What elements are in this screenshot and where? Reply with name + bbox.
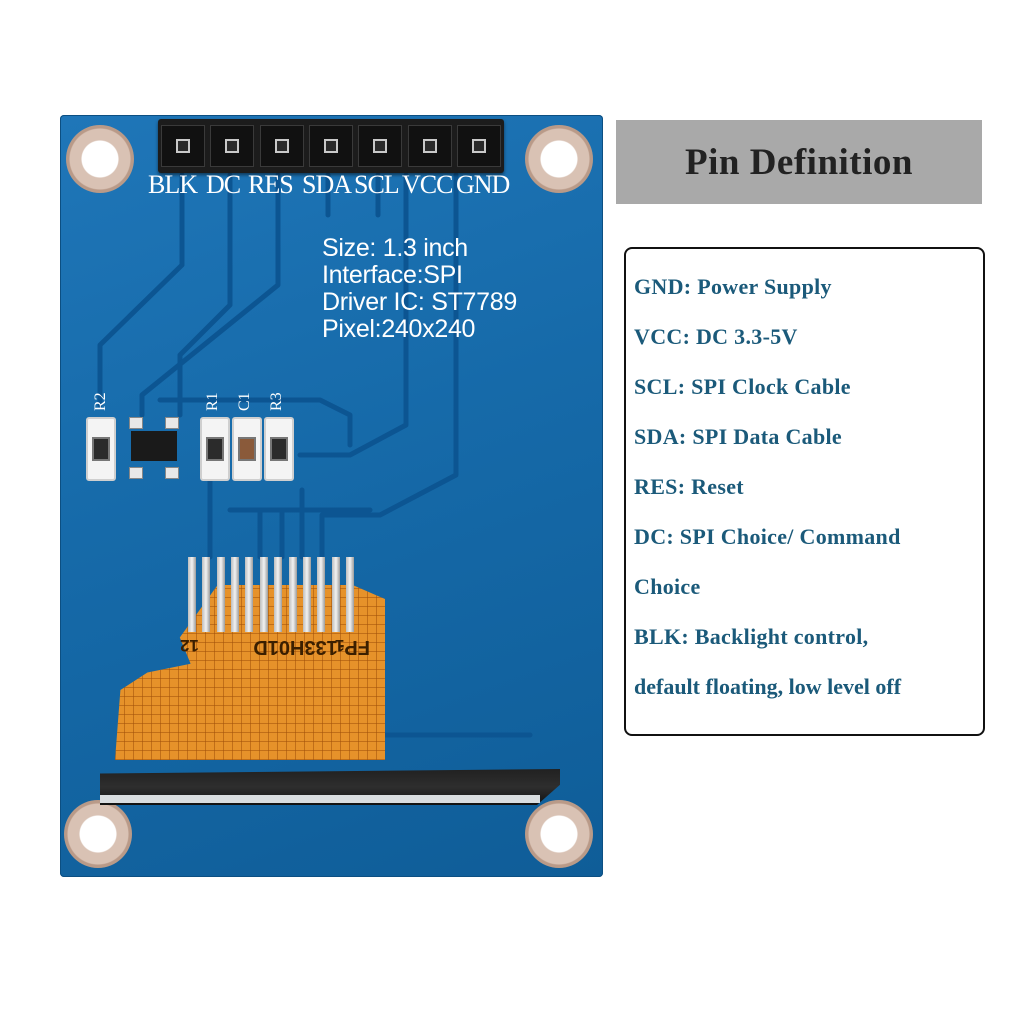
- pin-header: [158, 119, 504, 173]
- spec-pixel: Pixel:240x240: [322, 315, 476, 343]
- fpc-contacts: [188, 557, 354, 632]
- fpc-label: FP-133H01D: [253, 636, 370, 658]
- definition-gnd: GND: Power Supply: [634, 274, 832, 299]
- pin-label-dc: DC: [206, 170, 241, 199]
- spec-size: Size: 1.3 inch: [322, 234, 468, 262]
- definition-scl: SCL: SPI Clock Cable: [634, 374, 851, 399]
- capacitor-c1: [232, 417, 262, 481]
- definition-blk: BLK: Backlight control,: [634, 624, 869, 649]
- definition-dc-cont: Choice: [634, 574, 701, 599]
- label-r2: R2: [92, 392, 109, 411]
- header-pin: [259, 125, 304, 167]
- header-pin: [358, 125, 403, 167]
- definition-dc: DC: SPI Choice/ Command: [634, 524, 901, 549]
- spec-block: Size: 1.3 inch Interface:SPI Driver IC: …: [322, 235, 517, 343]
- display-glass: [100, 795, 540, 803]
- label-c1: C1: [236, 392, 253, 411]
- pin-label-row: BLK DC RES SDA SCL VCC GND: [146, 170, 510, 204]
- header-pin: [457, 125, 502, 167]
- mounting-hole: [525, 800, 593, 868]
- pin-definition-list: GND: Power Supply VCC: DC 3.3-5V SCL: SP…: [624, 247, 985, 736]
- resistor-r2: [86, 417, 116, 481]
- definition-res: RES: Reset: [634, 474, 744, 499]
- pin-label-scl: SCL: [354, 170, 400, 199]
- pin-label-gnd: GND: [456, 170, 510, 199]
- header-pin: [160, 125, 205, 167]
- definition-blk-cont: default floating, low level off: [634, 674, 902, 699]
- pin-label-res: RES: [248, 170, 294, 199]
- pcb-traces: [97, 172, 533, 738]
- pin-label-vcc: VCC: [402, 170, 453, 199]
- resistor-r3: [264, 417, 294, 481]
- header-pin: [308, 125, 353, 167]
- pcb-board: BLK DC RES SDA SCL VCC GND Size: 1.3 inc…: [60, 115, 603, 877]
- definition-sda: SDA: SPI Data Cable: [634, 424, 842, 449]
- header-pin: [210, 125, 255, 167]
- pin-definition-header: Pin Definition: [616, 120, 982, 204]
- mounting-hole: [64, 800, 132, 868]
- definition-vcc: VCC: DC 3.3-5V: [634, 324, 798, 349]
- spec-driver: Driver IC: ST7789: [322, 288, 517, 316]
- pin-definition-title: Pin Definition: [685, 141, 913, 183]
- mounting-hole: [525, 125, 593, 193]
- pin-label-blk: BLK: [148, 170, 198, 199]
- spec-interface: Interface:SPI: [322, 261, 463, 289]
- header-pin: [407, 125, 452, 167]
- label-r1: R1: [204, 392, 221, 411]
- label-r3: R3: [268, 392, 285, 411]
- mounting-hole: [66, 125, 134, 193]
- transistor: [125, 417, 183, 483]
- pin-label-sda: SDA: [302, 170, 352, 199]
- resistor-r1: [200, 417, 230, 481]
